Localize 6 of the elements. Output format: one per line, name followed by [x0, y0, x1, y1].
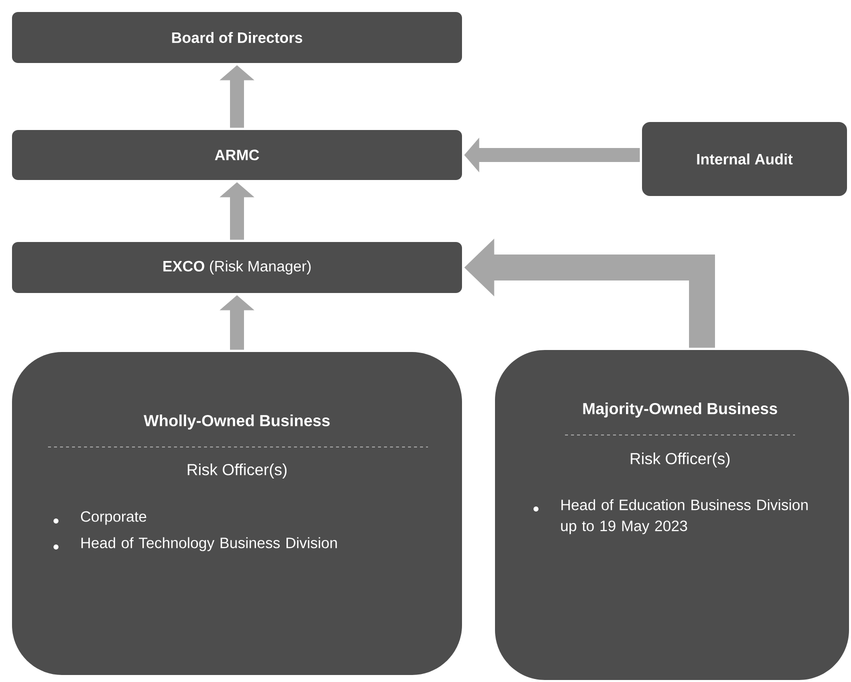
process-box: ARMC	[12, 130, 462, 180]
process-box: Board of Directors	[12, 12, 462, 63]
process-box: EXCO (Risk Manager)	[12, 242, 462, 293]
business-box: Majority-Owned Business Risk Officer(s) Head of Education Business Division up to 19 May 2023	[495, 350, 849, 680]
business-box: Wholly-Owned Business Risk Officer(s) Corporate Head of Technology Business Division	[12, 352, 462, 675]
process-box: Internal Audit	[642, 122, 847, 196]
